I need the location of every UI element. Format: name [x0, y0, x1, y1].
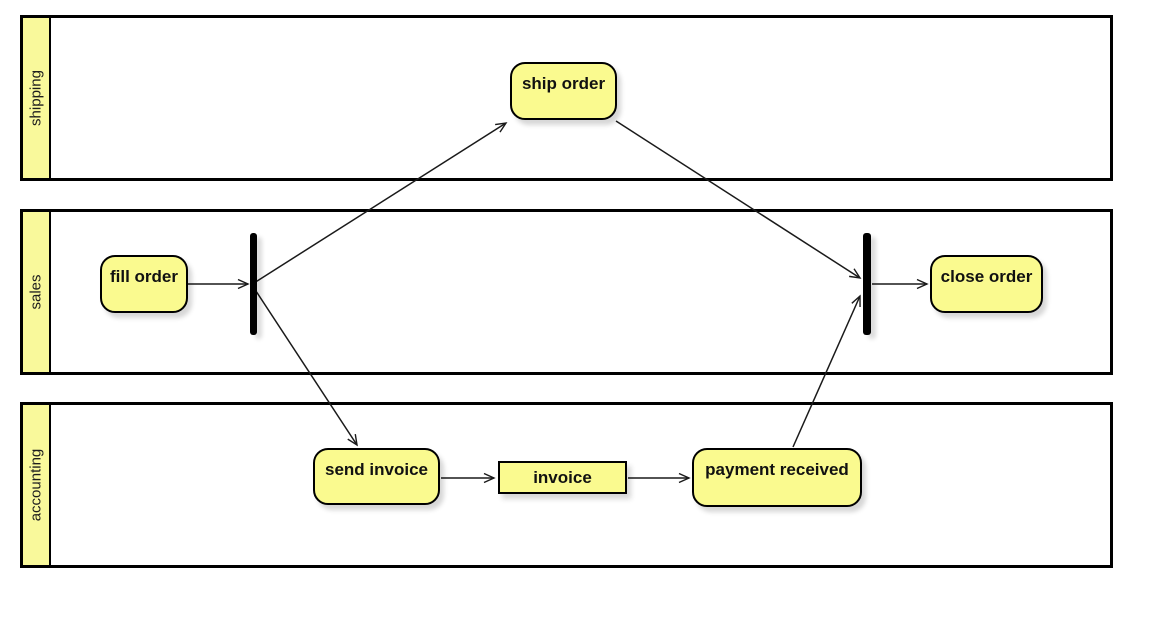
object-node-invoice[interactable]: invoice: [498, 461, 627, 494]
action-node-fill-order-label: fill order: [109, 267, 178, 286]
object-node-invoice-label: invoice: [533, 467, 592, 487]
swimlane-shipping-header[interactable]: shipping: [23, 18, 51, 178]
action-node-send-invoice[interactable]: send invoice: [313, 448, 440, 505]
edge-fork-to-send-invoice[interactable]: [253, 287, 358, 447]
action-node-payment-received-label: payment received: [705, 460, 849, 479]
action-node-close-order[interactable]: close order: [930, 255, 1043, 313]
action-node-ship-order[interactable]: ship order: [510, 62, 617, 120]
edge-ship-order-to-join[interactable]: [615, 120, 862, 279]
edge-fork-to-ship-order[interactable]: [253, 122, 508, 284]
fork-bar[interactable]: [250, 233, 257, 335]
action-node-send-invoice-label: send invoice: [325, 460, 428, 479]
action-node-close-order-label: close order: [940, 267, 1033, 286]
swimlane-shipping[interactable]: shipping: [20, 15, 1113, 181]
swimlane-sales-header[interactable]: sales: [23, 212, 51, 372]
join-bar[interactable]: [863, 233, 871, 335]
action-node-payment-received[interactable]: payment received: [692, 448, 862, 507]
action-node-fill-order[interactable]: fill order: [100, 255, 188, 313]
edge-payment-received-to-join[interactable]: [792, 294, 861, 448]
swimlane-accounting-header[interactable]: accounting: [23, 405, 51, 565]
action-node-ship-order-label: ship order: [521, 74, 606, 93]
